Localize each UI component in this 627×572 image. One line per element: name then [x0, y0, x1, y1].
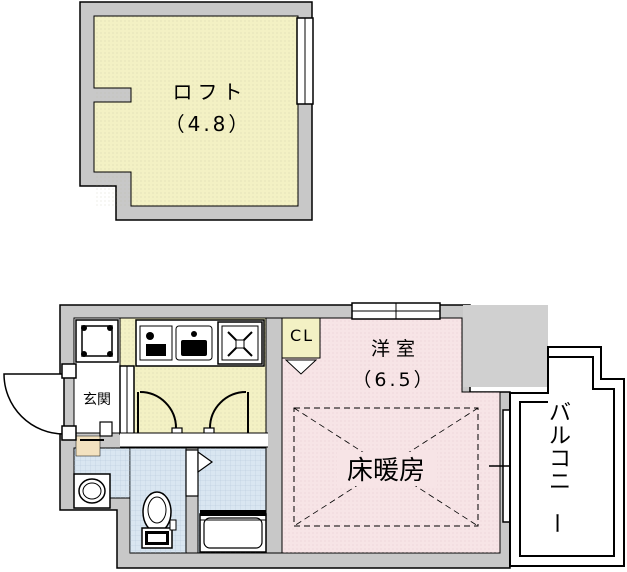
- kitchen-counter: [135, 319, 265, 367]
- entrance-door: [3, 363, 77, 441]
- floor-heating-zone: 床暖房: [293, 407, 479, 527]
- shoe-cabinet: [75, 319, 119, 363]
- balcony-label-text: バルコニー: [543, 401, 571, 534]
- main-unit: CL 洋室 （6.5） 床暖房: [3, 302, 548, 569]
- loft-size: （4.8）: [165, 112, 252, 136]
- balcony-label: バルコニー: [543, 401, 571, 534]
- void-area: [463, 305, 548, 387]
- loft-label: ロフト: [173, 80, 248, 104]
- closet-label: CL: [290, 326, 314, 345]
- kitchen-room-partition: [265, 317, 283, 554]
- floor-heating-label: 床暖房: [347, 456, 425, 486]
- toilet: [141, 491, 177, 549]
- kitchen-bath-partition: [120, 433, 268, 447]
- loft-area: ロフト （4.8）: [79, 1, 314, 221]
- bathtub: [199, 510, 267, 553]
- closet: [281, 317, 321, 359]
- closet-door: [284, 359, 318, 375]
- western-room-size: （6.5）: [352, 369, 435, 391]
- western-room-label: 洋室: [371, 338, 421, 360]
- washbasin: [73, 473, 111, 509]
- balcony: バルコニー: [509, 346, 625, 567]
- entrance-label: 玄関: [83, 391, 111, 408]
